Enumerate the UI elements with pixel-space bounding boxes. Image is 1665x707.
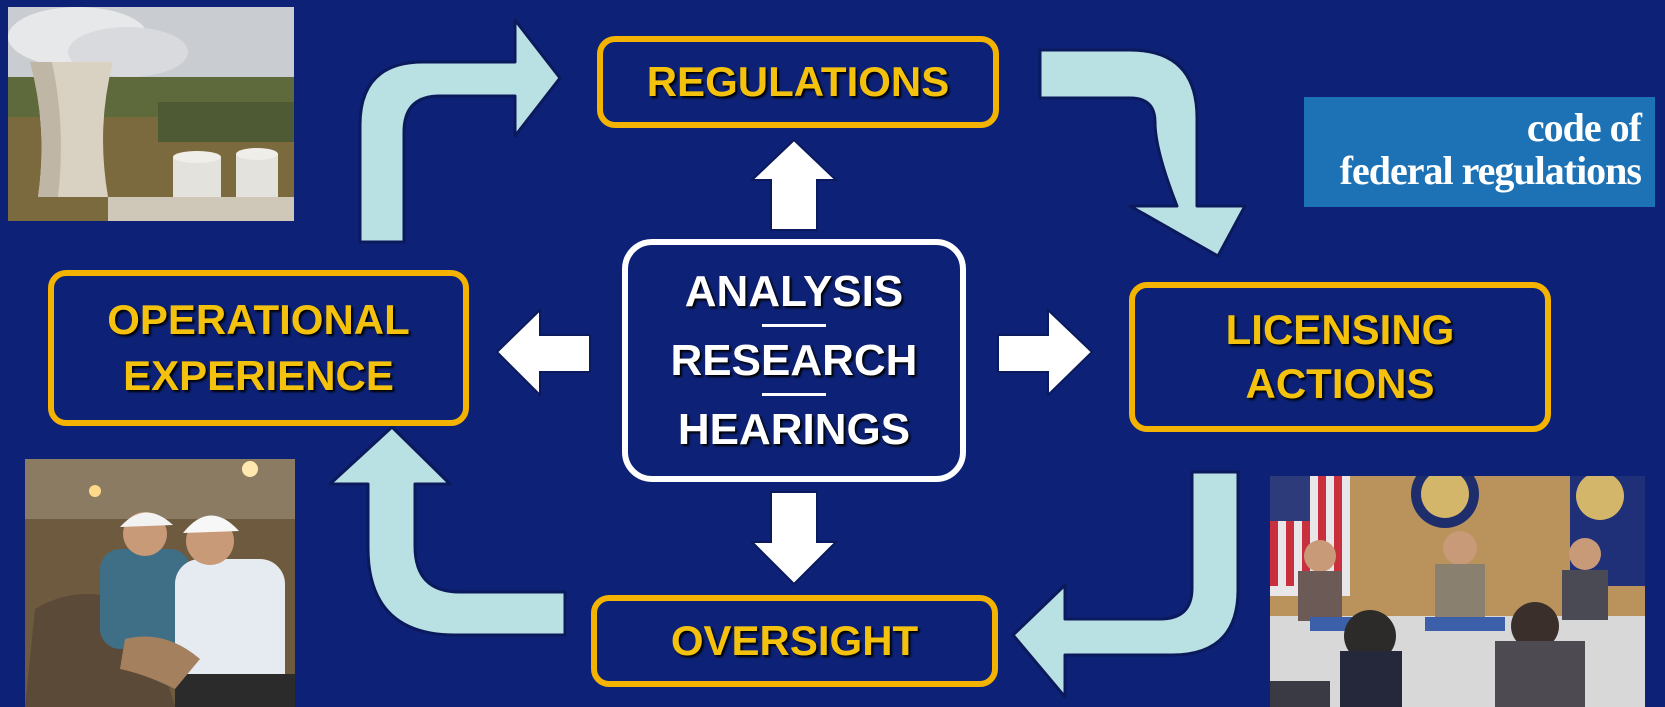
center-label-hearings: HEARINGS <box>677 404 911 454</box>
cycle-arrow-licensing-to-oversight <box>1011 470 1240 699</box>
arrow-to-operational <box>495 307 591 398</box>
cfr-logo: code of federal regulations <box>1304 97 1655 207</box>
node-regulations-label: REGULATIONS <box>646 58 950 105</box>
center-label-research: RESEARCH <box>670 335 918 385</box>
center-label-analysis: ANALYSIS <box>684 266 904 316</box>
node-center: ANALYSIS RESEARCH HEARINGS <box>622 239 966 482</box>
arrow-to-regulations <box>749 138 839 231</box>
center-separator-2 <box>762 392 826 396</box>
arrow-to-licensing <box>997 307 1094 398</box>
cycle-arrow-regulations-to-licensing <box>1038 48 1247 258</box>
node-operational-line1: OPERATIONAL <box>107 296 410 343</box>
node-operational-line2: EXPERIENCE <box>123 352 394 399</box>
node-oversight: OVERSIGHT <box>591 595 998 687</box>
node-oversight-label: OVERSIGHT <box>670 617 919 664</box>
center-separator-1 <box>762 323 826 327</box>
node-regulations: REGULATIONS <box>597 36 999 128</box>
arrow-to-oversight <box>749 491 839 586</box>
cycle-arrow-operational-to-regulations <box>358 18 562 244</box>
inspectors-photo <box>25 459 295 707</box>
node-licensing-line1: LICENSING <box>1225 306 1455 353</box>
node-licensing-actions: LICENSING ACTIONS <box>1129 282 1551 432</box>
node-operational-experience: OPERATIONAL EXPERIENCE <box>48 270 469 426</box>
cycle-arrow-oversight-to-operational <box>328 425 567 637</box>
cfr-logo-line2: federal regulations <box>1339 148 1642 193</box>
node-licensing-line2: ACTIONS <box>1245 360 1435 407</box>
cooling-tower-photo <box>8 7 294 221</box>
commission-hearing-photo <box>1270 476 1645 707</box>
cfr-logo-line1: code of <box>1526 105 1642 150</box>
